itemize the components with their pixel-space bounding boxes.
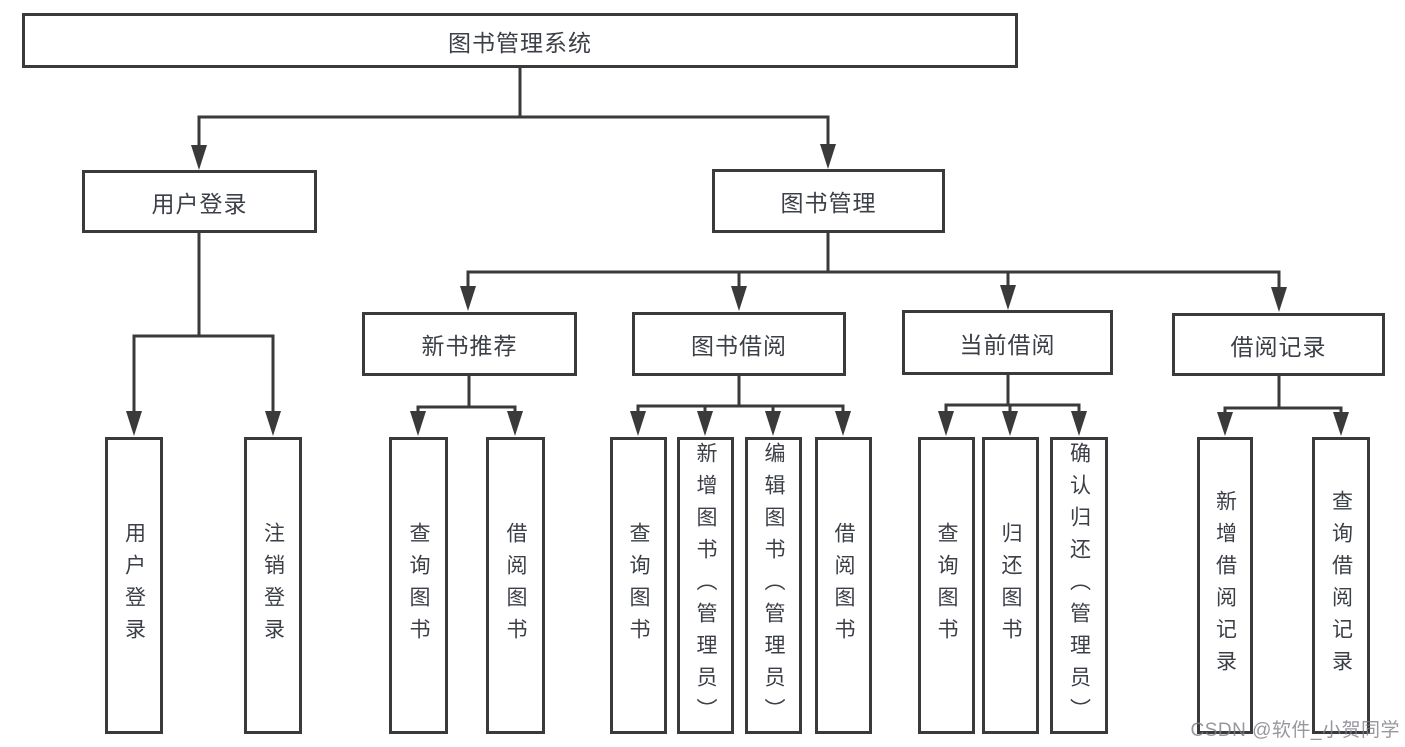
node-label: 注销登录 <box>261 521 285 650</box>
arrowhead-icon <box>1217 412 1233 436</box>
node-user-login: 用户登录 <box>82 170 317 233</box>
node-label: 借阅图书 <box>832 521 855 650</box>
leaf-borrow-books-recommend: 借阅图书 <box>486 437 545 734</box>
node-library-management-system: 图书管理系统 <box>22 13 1018 68</box>
leaf-logout: 注销登录 <box>244 437 302 734</box>
node-label: 借阅记录 <box>1230 333 1327 360</box>
arrowhead-icon <box>765 411 781 436</box>
connector-book-borrowing-children <box>630 374 851 436</box>
arrowhead-icon <box>1000 285 1016 310</box>
arrowhead-icon <box>938 411 954 436</box>
arrowhead-icon <box>697 411 713 436</box>
node-label: 查询图书 <box>935 521 958 650</box>
node-label: 确认归还（管理员） <box>1067 441 1091 730</box>
connector-new-book-recommend-children <box>410 374 523 436</box>
node-label: 查询借阅记录 <box>1329 489 1353 682</box>
node-label: 新书推荐 <box>421 333 518 359</box>
leaf-query-books-current: 查询图书 <box>918 437 975 734</box>
arrowhead-icon <box>820 144 836 169</box>
connector-root-to-level2 <box>191 66 836 170</box>
connector-book-management-children <box>460 231 1287 312</box>
node-label: 借阅图书 <box>504 521 527 650</box>
node-label: 图书管理系统 <box>448 29 592 56</box>
arrowhead-icon <box>731 286 747 311</box>
leaf-borrow-books: 借阅图书 <box>815 437 872 734</box>
leaf-edit-books-admin: 编辑图书（管理员） <box>745 437 802 734</box>
arrowhead-icon <box>460 286 476 311</box>
connector-current-borrowing-children <box>938 373 1087 436</box>
node-label: 新增图书（管理员） <box>694 441 717 730</box>
node-label: 用户登录 <box>122 521 146 650</box>
arrowhead-icon <box>507 411 523 436</box>
arrowhead-icon <box>191 145 207 170</box>
arrowhead-icon <box>1002 411 1018 436</box>
leaf-query-books-recommend: 查询图书 <box>389 437 448 734</box>
node-book-management: 图书管理 <box>712 169 945 233</box>
node-borrowing-records: 借阅记录 <box>1172 313 1385 376</box>
arrowhead-icon <box>630 411 646 436</box>
node-label: 当前借阅 <box>959 331 1056 358</box>
node-label: 归还图书 <box>999 521 1022 650</box>
connector-user-login-children <box>126 231 281 436</box>
leaf-return-books: 归还图书 <box>982 437 1039 734</box>
node-new-book-recommend: 新书推荐 <box>362 312 577 376</box>
node-book-borrowing: 图书借阅 <box>632 312 846 376</box>
node-label: 用户登录 <box>151 190 248 217</box>
node-label: 图书借阅 <box>691 333 787 359</box>
leaf-add-books-admin: 新增图书（管理员） <box>677 437 734 734</box>
csdn-watermark: CSDN @软件_小贺同学 <box>1190 720 1400 741</box>
leaf-query-books-borrowing: 查询图书 <box>610 437 667 734</box>
arrowhead-icon <box>835 411 851 436</box>
node-label: 查询图书 <box>627 521 650 650</box>
arrowhead-icon <box>410 411 426 436</box>
leaf-user-login: 用户登录 <box>105 437 163 734</box>
arrowhead-icon <box>1333 412 1349 436</box>
node-current-borrowing: 当前借阅 <box>902 310 1113 375</box>
arrowhead-icon <box>126 411 142 436</box>
connector-borrowing-records-children <box>1217 374 1349 436</box>
node-label: 编辑图书（管理员） <box>762 441 785 730</box>
node-label: 图书管理 <box>780 190 877 216</box>
node-label: 查询图书 <box>407 521 430 650</box>
arrowhead-icon <box>1271 287 1287 312</box>
node-label: 新增借阅记录 <box>1213 489 1237 682</box>
leaf-confirm-return-admin: 确认归还（管理员） <box>1050 437 1108 734</box>
leaf-add-borrow-record: 新增借阅记录 <box>1197 437 1253 734</box>
arrowhead-icon <box>265 411 281 436</box>
arrowhead-icon <box>1071 411 1087 436</box>
leaf-query-borrow-record: 查询借阅记录 <box>1312 437 1370 734</box>
